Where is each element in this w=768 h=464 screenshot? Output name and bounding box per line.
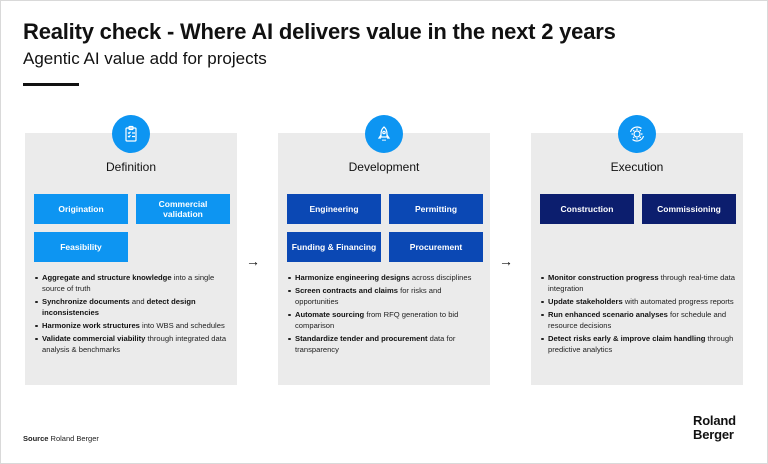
- bullet-item: Automate sourcing from RFQ generation to…: [288, 309, 484, 331]
- bullet-item: Detect risks early & improve claim handl…: [541, 333, 737, 355]
- bullet-item: Update stakeholders with automated progr…: [541, 296, 737, 307]
- definition-title: Definition: [105, 160, 157, 174]
- commercial-validation-box: Commercial validation: [136, 194, 230, 224]
- development-bullets: Harmonize engineering designs across dis…: [288, 272, 484, 357]
- origination-box: Origination: [34, 194, 128, 224]
- execution-title: Execution: [610, 160, 664, 174]
- execution-bullets: Monitor construction progress through re…: [541, 272, 737, 357]
- execution-panel: Execution Construction Commissioning Mon…: [531, 133, 743, 385]
- commissioning-box: Commissioning: [642, 194, 736, 224]
- page-subtitle: Agentic AI value add for projects: [23, 49, 267, 68]
- flow-arrow: →: [499, 253, 513, 269]
- bullet-item: Run enhanced scenario analyses for sched…: [541, 309, 737, 331]
- construction-box: Construction: [540, 194, 634, 224]
- bullet-item: Standardize tender and procurement data …: [288, 333, 484, 355]
- page-title: Reality check - Where AI delivers value …: [23, 19, 616, 44]
- title-divider: [23, 83, 79, 86]
- development-panel: Development Engineering Permitting Fundi…: [278, 133, 490, 385]
- bullet-item: Screen contracts and claims for risks an…: [288, 285, 484, 307]
- feasibility-box: Feasibility: [34, 232, 128, 262]
- definition-bullets: Aggregate and structure knowledge into a…: [35, 272, 231, 357]
- engineering-box: Engineering: [287, 194, 381, 224]
- bullet-item: Harmonize engineering designs across dis…: [288, 272, 484, 283]
- roland-berger-logo: Roland Berger: [693, 413, 736, 442]
- procurement-box: Procurement: [389, 232, 483, 262]
- definition-panel: Definition Origination Commercial valida…: [25, 133, 237, 385]
- bullet-item: Monitor construction progress through re…: [541, 272, 737, 294]
- bullet-item: Aggregate and structure knowledge into a…: [35, 272, 231, 294]
- source-note: Source Roland Berger: [23, 434, 99, 443]
- gear-cycle-icon: [618, 115, 656, 153]
- flow-arrow: →: [246, 253, 260, 269]
- permitting-box: Permitting: [389, 194, 483, 224]
- bullet-item: Validate commercial viability through in…: [35, 333, 231, 355]
- bullet-item: Harmonize work structures into WBS and s…: [35, 320, 231, 331]
- development-title: Development: [348, 160, 420, 174]
- funding-financing-box: Funding & Financing: [287, 232, 381, 262]
- bullet-item: Synchronize documents and detect design …: [35, 296, 231, 318]
- clipboard-checklist-icon: [112, 115, 150, 153]
- rocket-icon: [365, 115, 403, 153]
